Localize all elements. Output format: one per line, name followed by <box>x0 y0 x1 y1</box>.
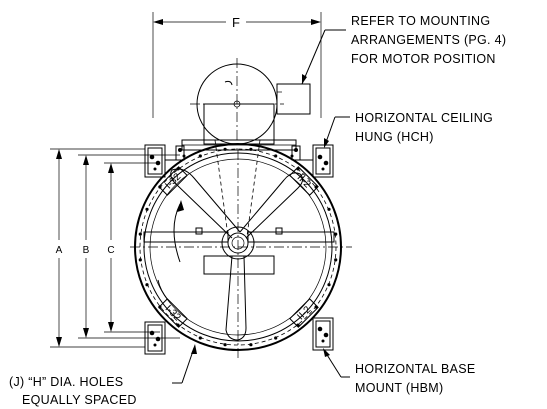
bolt-hole <box>334 232 338 236</box>
fan-blades <box>143 168 335 341</box>
bolt-hole <box>274 336 278 340</box>
leader-hch <box>324 116 350 148</box>
bolt-hole <box>223 343 227 347</box>
strut-ends <box>195 227 283 235</box>
hbm-note: HORIZONTAL BASE MOUNT (HBM) <box>355 362 476 395</box>
bolt-hole <box>145 283 149 287</box>
hch-note: HORIZONTAL CEILING HUNG (HCH) <box>355 111 493 144</box>
bolt-hole <box>327 207 331 211</box>
bolt-hole <box>327 283 331 287</box>
dimension-f: F <box>152 12 322 118</box>
bracket-top-right <box>290 144 334 178</box>
fan-hub <box>221 226 255 260</box>
dimension-c-label: C <box>107 245 114 256</box>
bolt-hole <box>138 258 142 262</box>
motor-position-note: REFER TO MOUNTING ARRANGEMENTS (PG. 4) F… <box>351 14 506 66</box>
bolt-hole <box>249 147 253 151</box>
holes-note: (J) “H” DIA. HOLES EQUALLY SPACED <box>9 375 137 407</box>
motor-note-line-2: ARRANGEMENTS (PG. 4) <box>351 33 506 47</box>
bracket-top-left <box>144 144 186 178</box>
leader-hbm <box>323 348 350 378</box>
hbm-note-line-2: MOUNT (HBM) <box>355 381 443 395</box>
leader-holes <box>172 344 197 384</box>
centerlines <box>130 150 352 360</box>
leader-motor <box>301 29 346 85</box>
bracket-bottom-left <box>144 321 166 355</box>
dimension-c: C <box>104 162 160 333</box>
bracket-bottom-right <box>312 317 334 351</box>
hch-note-line-1: HORIZONTAL CEILING <box>355 111 493 125</box>
holes-note-line-1: (J) “H” DIA. HOLES <box>9 375 123 389</box>
bolt-hole <box>145 207 149 211</box>
hch-note-line-2: HUNG (HCH) <box>355 130 434 144</box>
bolt-hole <box>198 336 202 340</box>
motor-note-line-1: REFER TO MOUNTING <box>351 14 490 28</box>
bolt-hole <box>138 232 142 236</box>
dimension-b: B <box>78 154 180 339</box>
motor <box>181 58 311 237</box>
bolt-hole <box>198 154 202 158</box>
holes-note-line-2: EQUALLY SPACED <box>22 393 137 407</box>
motor-note-line-3: FOR MOTOR POSITION <box>351 52 496 66</box>
hbm-note-line-1: HORIZONTAL BASE <box>355 362 476 376</box>
bolt-hole <box>334 258 338 262</box>
dimension-a-label: A <box>56 245 63 256</box>
bolt-hole <box>223 147 227 151</box>
rotation-arrow <box>157 200 184 301</box>
dimension-a: A <box>50 148 145 348</box>
dimension-f-label: F <box>232 15 240 30</box>
bolt-hole <box>274 154 278 158</box>
bolt-hole <box>249 343 253 347</box>
dimension-b-label: B <box>83 245 90 256</box>
